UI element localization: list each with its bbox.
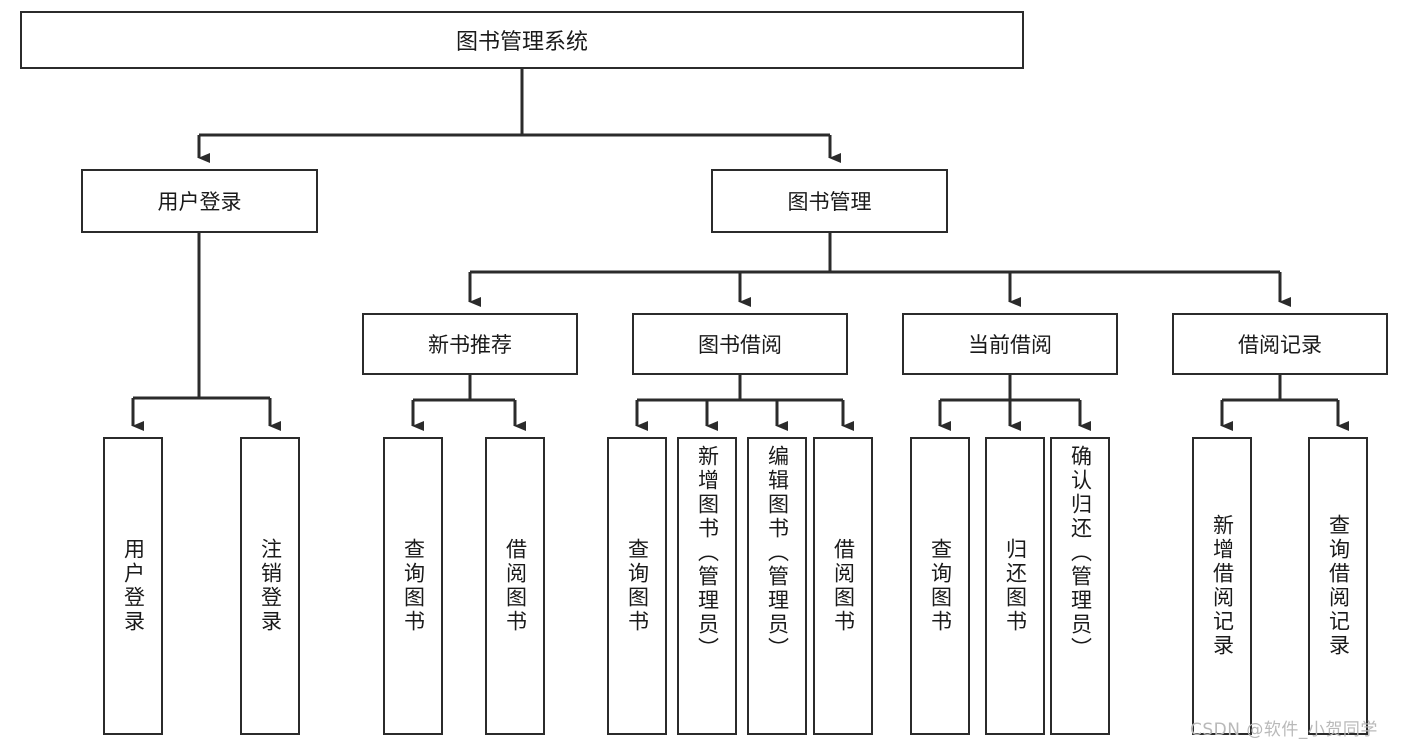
node-label: 确认归还（管理员） [1068, 445, 1093, 661]
node-label: 图书管理 [787, 190, 872, 214]
node-current-borrow[interactable]: 当前借阅 [902, 313, 1118, 375]
leaf-current-borrow-return[interactable]: 归还图书 [985, 437, 1045, 735]
node-label: 归还图书 [1003, 538, 1028, 634]
node-label: 查询图书 [928, 538, 953, 634]
node-label: 查询借阅记录 [1326, 514, 1351, 658]
leaf-new-book-query[interactable]: 查询图书 [383, 437, 443, 735]
node-label: 用户登录 [157, 190, 242, 214]
leaf-current-borrow-query[interactable]: 查询图书 [910, 437, 970, 735]
node-book-management[interactable]: 图书管理 [711, 169, 948, 233]
leaf-book-borrow-add[interactable]: 新增图书（管理员） [677, 437, 737, 735]
node-label: 编辑图书（管理员） [765, 445, 790, 661]
node-label: 当前借阅 [968, 333, 1052, 357]
node-label: 查询图书 [401, 538, 426, 634]
leaf-book-borrow-borrow[interactable]: 借阅图书 [813, 437, 873, 735]
leaf-book-borrow-edit[interactable]: 编辑图书（管理员） [747, 437, 807, 735]
node-label: 用户登录 [121, 538, 146, 634]
leaf-user-login-logout[interactable]: 注销登录 [240, 437, 300, 735]
leaf-current-borrow-confirm-return[interactable]: 确认归还（管理员） [1050, 437, 1110, 735]
node-root-system[interactable]: 图书管理系统 [20, 11, 1024, 69]
csdn-watermark: CSDN @软件_小贺同学 [1190, 720, 1378, 740]
node-label: 图书管理系统 [455, 30, 588, 55]
node-label: 借阅记录 [1238, 333, 1322, 357]
node-user-login[interactable]: 用户登录 [81, 169, 318, 233]
node-new-book-recommend[interactable]: 新书推荐 [362, 313, 578, 375]
node-label: 新增图书（管理员） [695, 445, 720, 661]
node-book-borrow[interactable]: 图书借阅 [632, 313, 848, 375]
leaf-new-book-borrow[interactable]: 借阅图书 [485, 437, 545, 735]
leaf-book-borrow-query[interactable]: 查询图书 [607, 437, 667, 735]
node-label: 注销登录 [258, 538, 283, 634]
leaf-borrow-record-query[interactable]: 查询借阅记录 [1308, 437, 1368, 735]
node-label: 查询图书 [625, 538, 650, 634]
leaf-user-login-login[interactable]: 用户登录 [103, 437, 163, 735]
node-label: 借阅图书 [503, 538, 528, 634]
node-borrow-record[interactable]: 借阅记录 [1172, 313, 1388, 375]
node-label: 借阅图书 [831, 538, 856, 634]
node-label: 新增借阅记录 [1210, 514, 1235, 658]
node-label: 新书推荐 [428, 333, 512, 357]
node-label: 图书借阅 [698, 333, 782, 357]
leaf-borrow-record-add[interactable]: 新增借阅记录 [1192, 437, 1252, 735]
